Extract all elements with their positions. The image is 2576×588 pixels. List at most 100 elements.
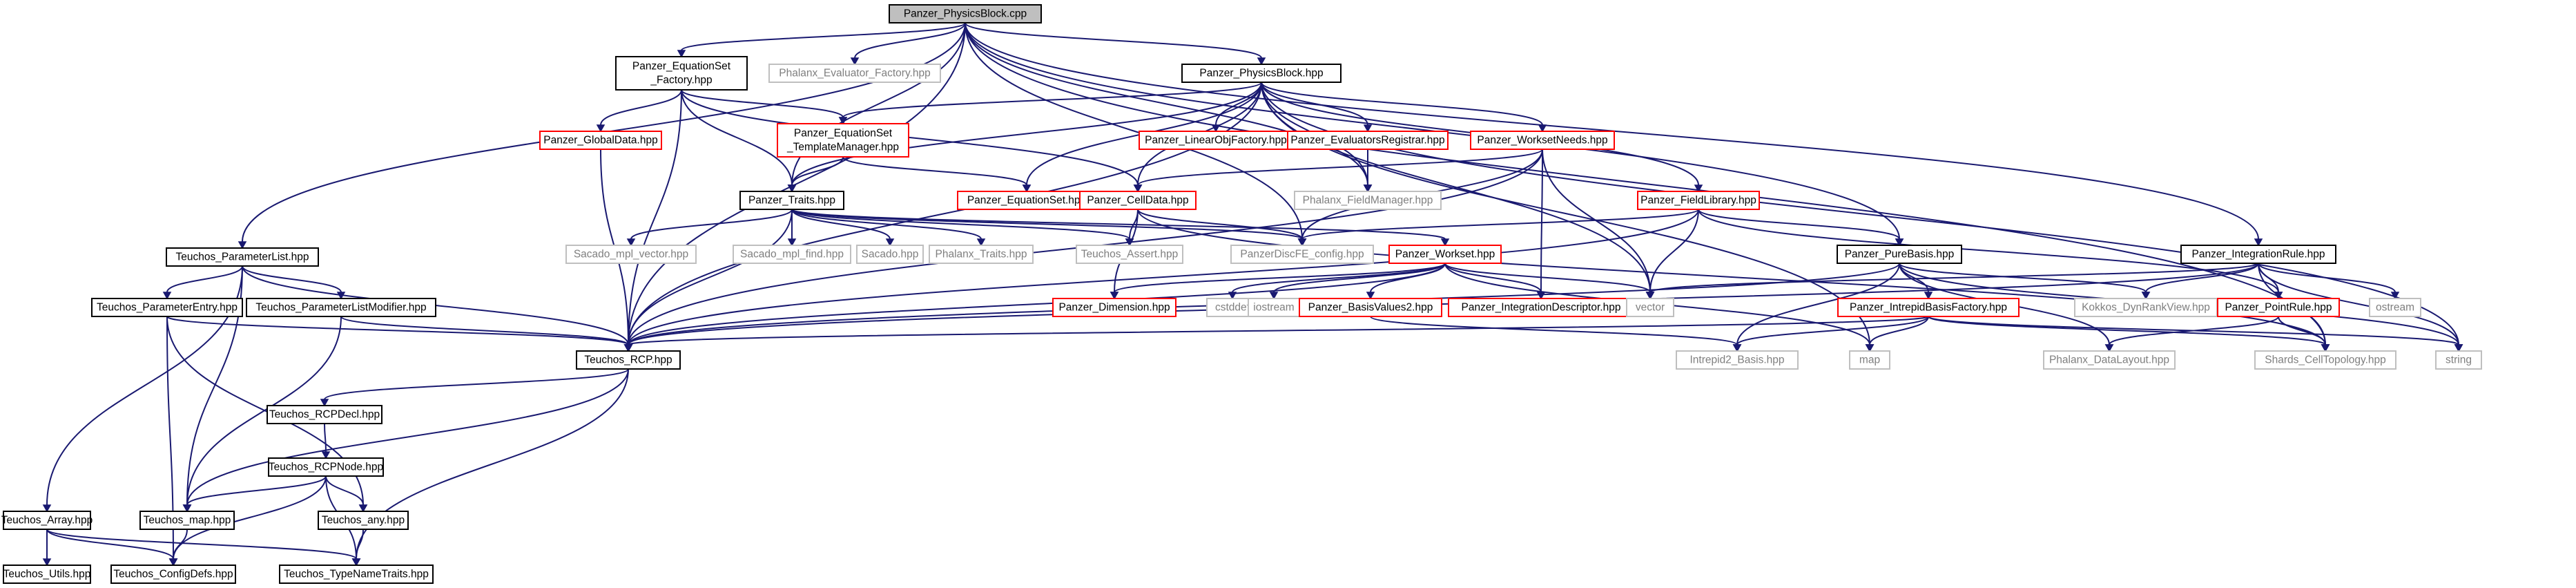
node-parameterentry[interactable]: Teuchos_ParameterEntry.hpp <box>91 298 243 317</box>
node-fieldlibrary[interactable]: Panzer_FieldLibrary.hpp <box>1637 191 1760 210</box>
node-box-teuchos-array[interactable] <box>3 511 91 530</box>
node-box-parameterlistmodifier[interactable] <box>246 298 436 317</box>
node-box-sacado-mpl-find[interactable] <box>733 245 851 264</box>
node-box-teuchos-assert[interactable] <box>1076 245 1183 264</box>
node-teuchos-map[interactable]: Teuchos_map.hpp <box>139 511 235 530</box>
node-sacado-mpl-find[interactable]: Sacado_mpl_find.hpp <box>733 245 851 264</box>
node-box-parameterlist[interactable] <box>166 247 319 267</box>
node-configdefs[interactable]: Teuchos_ConfigDefs.hpp <box>110 565 236 584</box>
node-box-fieldlibrary[interactable] <box>1637 191 1760 210</box>
node-box-kokkos-dynrankview[interactable] <box>2074 298 2218 317</box>
node-discfe-config[interactable]: PanzerDiscFE_config.hpp <box>1230 245 1374 264</box>
node-string[interactable]: string <box>2435 350 2482 370</box>
node-physicsblock-cpp[interactable]: Panzer_PhysicsBlock.cpp <box>889 4 1042 23</box>
node-box-map[interactable] <box>1849 350 1890 370</box>
node-box-rcpnode[interactable] <box>268 457 384 477</box>
node-kokkos-dynrankview[interactable]: Kokkos_DynRankView.hpp <box>2074 298 2218 317</box>
node-pointrule[interactable]: Panzer_PointRule.hpp <box>2217 298 2340 317</box>
node-box-traits[interactable] <box>739 191 844 210</box>
node-physicsblock-hpp[interactable]: Panzer_PhysicsBlock.hpp <box>1181 64 1342 83</box>
node-box-discfe-config[interactable] <box>1230 245 1374 264</box>
node-teuchos-array[interactable]: Teuchos_Array.hpp <box>1 511 93 530</box>
node-phalanx-datalayout[interactable]: Phalanx_DataLayout.hpp <box>2043 350 2176 370</box>
node-box-celldata[interactable] <box>1079 191 1197 210</box>
node-teuchos-assert[interactable]: Teuchos_Assert.hpp <box>1076 245 1183 264</box>
node-box-dimension[interactable] <box>1052 298 1176 317</box>
node-intrepid2-basis[interactable]: Intrepid2_Basis.hpp <box>1676 350 1799 370</box>
node-box-physicsblock-cpp[interactable] <box>889 4 1042 23</box>
node-box-typenametraits[interactable] <box>279 565 434 584</box>
node-linearobjfactory[interactable]: Panzer_LinearObjFactory.hpp <box>1139 131 1293 150</box>
node-box-equationset-factory[interactable] <box>615 56 748 91</box>
node-sacado[interactable]: Sacado.hpp <box>856 245 924 264</box>
node-box-vector[interactable] <box>1626 298 1674 317</box>
node-map[interactable]: map <box>1849 350 1890 370</box>
node-box-sacado-mpl-vector[interactable] <box>565 245 697 264</box>
node-intrepidbasisfactory[interactable]: Panzer_IntrepidBasisFactory.hpp <box>1837 298 2020 317</box>
node-typenametraits[interactable]: Teuchos_TypeNameTraits.hpp <box>279 565 434 584</box>
node-worksetneeds[interactable]: Panzer_WorksetNeeds.hpp <box>1470 131 1615 150</box>
edge-physicsblock-cpp-to-teuchos-rcp <box>628 22 966 345</box>
node-equationset-tm[interactable]: Panzer_EquationSet_TemplateManager.hpp <box>777 123 909 158</box>
node-evaluator-factory[interactable]: Phalanx_Evaluator_Factory.hpp <box>768 64 941 83</box>
node-box-evaluatorsregistrar[interactable] <box>1287 131 1449 150</box>
edge-physicsblock-cpp-to-equationset-factory <box>681 22 966 51</box>
node-box-purebasis[interactable] <box>1837 245 1962 264</box>
node-vector[interactable]: vector <box>1626 298 1674 317</box>
node-teuchos-utils[interactable]: Teuchos_Utils.hpp <box>3 565 91 584</box>
node-box-intrepidbasisfactory[interactable] <box>1837 298 2020 317</box>
node-box-teuchos-any[interactable] <box>318 511 409 530</box>
node-basisvalues2[interactable]: Panzer_BasisValues2.hpp <box>1299 298 1442 317</box>
node-shards-celltopology[interactable]: Shards_CellTopology.hpp <box>2254 350 2396 370</box>
node-box-configdefs[interactable] <box>110 565 236 584</box>
node-parameterlist[interactable]: Teuchos_ParameterList.hpp <box>166 247 319 267</box>
node-box-parameterentry[interactable] <box>91 298 243 317</box>
node-box-worksetneeds[interactable] <box>1470 131 1615 150</box>
node-box-fieldmanager[interactable] <box>1294 191 1442 210</box>
node-box-teuchos-map[interactable] <box>139 511 235 530</box>
node-sacado-mpl-vector[interactable]: Sacado_mpl_vector.hpp <box>565 245 697 264</box>
node-box-phalanx-traits[interactable] <box>929 245 1034 264</box>
node-box-phalanx-datalayout[interactable] <box>2043 350 2176 370</box>
node-teuchos-any[interactable]: Teuchos_any.hpp <box>318 511 409 530</box>
node-box-basisvalues2[interactable] <box>1299 298 1442 317</box>
node-workset[interactable]: Panzer_Workset.hpp <box>1388 245 1502 264</box>
node-teuchos-rcp[interactable]: Teuchos_RCP.hpp <box>576 350 681 370</box>
node-integrationdescriptor[interactable]: Panzer_IntegrationDescriptor.hpp <box>1448 298 1634 317</box>
node-box-sacado[interactable] <box>856 245 924 264</box>
node-integrationrule[interactable]: Panzer_IntegrationRule.hpp <box>2180 245 2336 264</box>
node-box-string[interactable] <box>2435 350 2482 370</box>
node-box-evaluator-factory[interactable] <box>768 64 941 83</box>
node-equationset-factory[interactable]: Panzer_EquationSet_Factory.hpp <box>615 56 748 91</box>
node-box-intrepid2-basis[interactable] <box>1676 350 1799 370</box>
node-globaldata[interactable]: Panzer_GlobalData.hpp <box>539 131 662 150</box>
node-celldata[interactable]: Panzer_CellData.hpp <box>1079 191 1197 210</box>
node-box-iostream[interactable] <box>1248 298 1300 317</box>
node-box-pointrule[interactable] <box>2217 298 2340 317</box>
node-traits[interactable]: Panzer_Traits.hpp <box>739 191 844 210</box>
node-purebasis[interactable]: Panzer_PureBasis.hpp <box>1837 245 1962 264</box>
node-equationset[interactable]: Panzer_EquationSet.hpp <box>957 191 1096 210</box>
node-box-rcpdecl[interactable] <box>267 405 382 424</box>
node-box-teuchos-rcp[interactable] <box>576 350 681 370</box>
node-evaluatorsregistrar[interactable]: Panzer_EvaluatorsRegistrar.hpp <box>1287 131 1449 150</box>
node-box-physicsblock-hpp[interactable] <box>1181 64 1342 83</box>
node-box-globaldata[interactable] <box>539 131 662 150</box>
node-box-ostream[interactable] <box>2369 298 2421 317</box>
node-rcpnode[interactable]: Teuchos_RCPNode.hpp <box>268 457 384 477</box>
node-fieldmanager[interactable]: Phalanx_FieldManager.hpp <box>1294 191 1442 210</box>
node-phalanx-traits[interactable]: Phalanx_Traits.hpp <box>929 245 1034 264</box>
node-box-integrationdescriptor[interactable] <box>1448 298 1634 317</box>
node-box-teuchos-utils[interactable] <box>3 565 91 584</box>
node-box-equationset-tm[interactable] <box>777 123 909 158</box>
node-dimension[interactable]: Panzer_Dimension.hpp <box>1052 298 1176 317</box>
node-iostream[interactable]: iostream <box>1248 298 1300 317</box>
arrowhead-workset-to-iostream <box>1269 292 1279 300</box>
node-box-shards-celltopology[interactable] <box>2254 350 2396 370</box>
node-ostream[interactable]: ostream <box>2369 298 2421 317</box>
node-parameterlistmodifier[interactable]: Teuchos_ParameterListModifier.hpp <box>246 298 436 317</box>
node-box-equationset[interactable] <box>957 191 1096 210</box>
node-rcpdecl[interactable]: Teuchos_RCPDecl.hpp <box>267 405 382 424</box>
node-box-integrationrule[interactable] <box>2180 245 2336 264</box>
node-box-workset[interactable] <box>1388 245 1502 264</box>
